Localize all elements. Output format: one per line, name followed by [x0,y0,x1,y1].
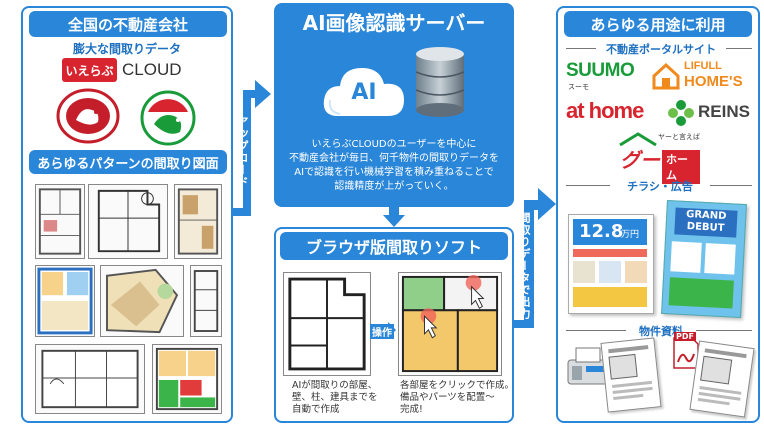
portal-divider [566,48,596,49]
portal-section-title: 不動産ポータルサイト [606,43,716,56]
flyer-band [573,287,647,307]
document-sheet [689,340,755,418]
floorplan-thumb [88,184,168,259]
ieraboo-brand: いえらぶ [62,58,117,82]
operate-label: 操作 [370,324,394,339]
goo-main: グー [620,148,660,172]
reins-text: REINS [698,102,750,121]
ai-cloud-icon: AI [318,56,410,126]
ai-description: いえらぶCLOUDのユーザーを中心に 不動産会社が毎日、何千物件の間取りデータを… [274,138,514,194]
flyer-photo [573,261,595,283]
best-information-badge [56,88,120,144]
flyer-debut: DEBUT [686,221,725,235]
left-title: 全国の不動産会社 [29,11,227,37]
software-title: ブラウザ版間取りソフト [280,232,508,260]
caption-left-line: 壁、柱、建具までを [292,392,378,403]
floorplan-thumb [190,265,222,337]
floorplan-thumb [35,265,95,337]
pdf-icon: PDF [672,332,700,370]
upload-label: アップロード [236,116,249,188]
caption-right: 各部屋をクリックで作成。 備品やパーツを配置～ 完成! [400,380,514,416]
caption-right-line: 完成! [400,404,423,415]
ai-floorplan [283,272,371,376]
flyer-band [573,249,647,257]
floorplan-thumb [35,184,85,259]
flyer-price-unit: 万円 [621,230,640,240]
flyer-photo [670,241,702,273]
lifull-homes-logo: LIFULL HOME'S [652,58,756,94]
caption-left-line: AIが間取りの部屋、 [292,380,378,391]
ieraboo-logo: いえらぶ CLOUD [62,58,192,84]
floorplan-thumb [174,184,222,259]
ai-description-line: いえらぶCLOUDのユーザーを中心に [311,139,477,150]
docs-divider [696,330,752,331]
caption-left-line: 自動で作成 [292,404,340,415]
upload-arrow [233,76,273,220]
flyer-divider [710,185,752,186]
ai-description-line: AIで認識を行い機械学習を積み重ねることで [294,167,494,178]
ai-description-line: 認識精度が上がっていく。 [334,181,454,192]
flyer-grand-box: GRAND DEBUT [674,207,738,238]
database-icon [414,46,466,118]
flyer-price-box: 12.8 万円 [573,219,647,245]
suumo-sub: スーモ [568,83,589,91]
docs-divider [566,330,626,331]
caption-right-line: 備品やパーツを配置～ [400,392,495,403]
goo-home-logo: ヤーと言えば グー ホーム [618,132,700,184]
goo-tag: ヤーと言えば [658,133,700,141]
output-arrow [514,182,556,332]
flyer-price: 12.8 [579,221,624,242]
pdf-label: PDF [674,332,696,341]
patterns-title: あらゆるパターンの間取り図面 [29,150,227,174]
flyer-divider [566,185,610,186]
flyer-photo [599,261,621,283]
ai-description-line: 不動産会社が毎日、何千物件の間取りデータを [289,153,499,164]
portal-divider [726,48,752,49]
caption-right-line: 各部屋をクリックで作成。 [400,380,515,391]
left-subtitle: 膨大な間取りデータ [72,42,181,56]
document-sheet [600,337,662,413]
floorplan-thumb [100,265,184,337]
flyer-section-title: チラシ・広告 [627,180,693,193]
flyer-photo [625,261,647,283]
down-arrow [383,207,405,227]
goo-sub: ホーム [662,150,700,184]
flyer-band [668,277,734,309]
docs-section-title: 物件資料 [639,325,683,338]
flyer-left: 12.8 万円 [568,214,654,314]
ieraboo-cloud-text: CLOUD [122,60,182,79]
suumo-wordmark: SUUMO [566,60,635,81]
flyer-right: GRAND DEBUT [661,199,747,319]
suumo-logo: SUUMO スーモ [566,60,646,94]
ai-label: AI [351,80,377,105]
flyer-photo [704,243,736,275]
ai-server-title: AI画像認識サーバー [302,11,486,35]
fax-icon [566,346,610,386]
output-label: 間取りデータで出力 [518,212,531,320]
lifull-top: LIFULL [684,60,722,72]
real-partner-badge [140,90,196,146]
floorplan-thumb [152,344,222,414]
caption-left: AIが間取りの部屋、 壁、柱、建具までを 自動で作成 [292,380,378,416]
floorplan-thumb [35,344,145,414]
homes-text: HOME'S [684,73,743,90]
athome-logo: at home [566,98,644,123]
reins-logo: REINS [668,98,756,128]
edited-floorplan [398,272,502,376]
right-title: あらゆる用途に利用 [564,11,752,37]
